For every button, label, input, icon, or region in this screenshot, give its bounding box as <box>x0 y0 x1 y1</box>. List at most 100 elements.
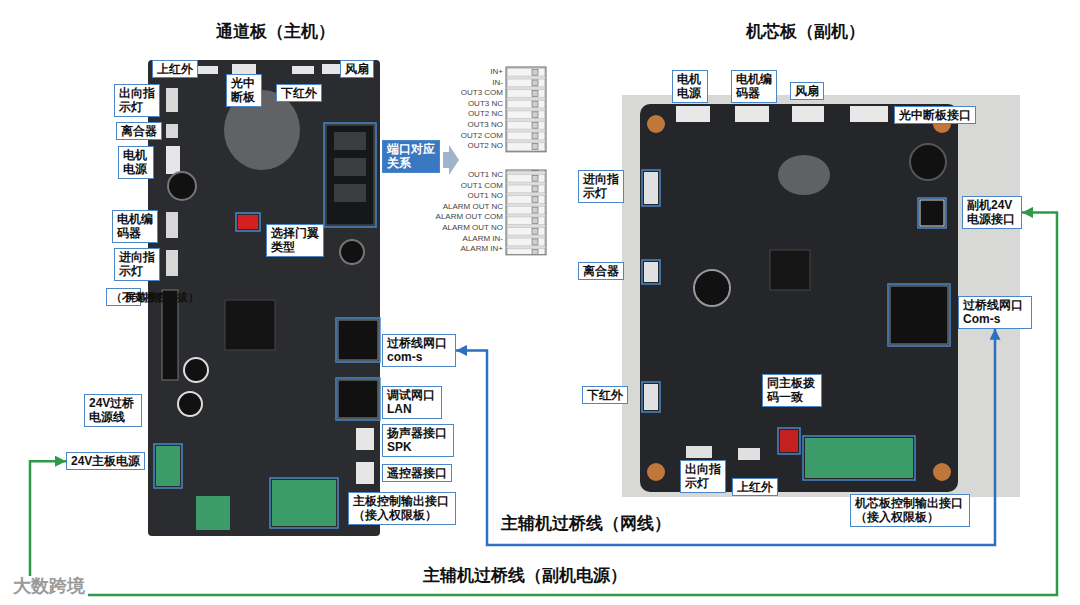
highlight <box>642 260 660 284</box>
terminal-diagram <box>506 67 546 152</box>
sub-pcb-sticker <box>778 155 830 195</box>
main-pcb <box>148 60 380 536</box>
highlight <box>154 444 182 488</box>
callout-box: 电机编码器 <box>731 70 777 103</box>
pin-name: ALARM OUT COM <box>436 212 503 223</box>
callout-box: 机芯板控制输出接口 （接入权限板） <box>850 494 970 527</box>
highlight <box>336 318 380 362</box>
callout-box: 扬声器接口 SPK <box>382 424 454 457</box>
chip <box>770 250 810 290</box>
connector <box>166 124 178 138</box>
ethernet-jack <box>338 320 378 360</box>
highlight <box>642 170 660 206</box>
pin-name: ALARM IN+ <box>461 244 503 255</box>
callout-box: 离合器 <box>116 122 162 140</box>
connector <box>676 106 710 122</box>
callout-text: 出向指示灯 <box>685 462 721 491</box>
pin-name: OUT1 COM <box>461 181 503 192</box>
callout-text: 24V过桥电源线 <box>89 396 137 425</box>
terminal-block <box>196 496 230 530</box>
highlight <box>888 284 950 346</box>
board-title: 机芯板（副机） <box>746 22 865 42</box>
callout-box: 风扇 <box>340 60 374 78</box>
pin-name: IN+ <box>490 67 503 78</box>
pin-name: OUT2 COM <box>461 131 503 142</box>
callout-text: 电机电源 <box>123 148 149 177</box>
callout-text: 调试网口 LAN <box>387 388 437 417</box>
pin-name: OUT2 NO <box>467 141 503 152</box>
connector <box>735 106 769 122</box>
callout-box: 端口对应关系 <box>382 140 440 173</box>
ethernet-jack <box>890 286 948 344</box>
callout-text: 副机24V电源接口 <box>967 198 1017 227</box>
callout-box: 进向指示灯 <box>114 248 160 281</box>
bridge-cable <box>456 329 995 545</box>
bridge-cable <box>30 212 1057 595</box>
pin-name: ALARM OUT NO <box>442 223 503 234</box>
callout-text: 下红外 <box>281 86 317 100</box>
terminal-block <box>272 480 336 526</box>
watermark: 大数跨境 <box>10 576 88 598</box>
pin-name: ALARM OUT NC <box>443 202 503 213</box>
relay <box>334 158 366 176</box>
callout-text: 主板控制输出接口 （接入权限板） <box>353 494 451 523</box>
callout-box: 离合器 <box>578 262 624 280</box>
callout-text: 遥控器接口 <box>387 466 447 480</box>
callout-text: 过桥线网口 Com-s <box>963 298 1027 327</box>
callout-box: 24V主板电源 <box>66 452 145 470</box>
callout-text: 离合器 <box>121 124 157 138</box>
callout-text: 过桥线网口 com-s <box>387 336 451 365</box>
callout-box: 过桥线网口 Com-s <box>958 296 1032 329</box>
highlight <box>336 378 380 420</box>
callout-text: 下红外 <box>587 388 623 402</box>
callout-text: 选择门翼类型 <box>271 226 319 255</box>
callout-text: 光中断板接口 <box>899 108 971 122</box>
highlight <box>778 428 800 454</box>
pin-name: OUT2 NC <box>468 109 503 120</box>
callout-text: 同主板拨码一致 <box>767 376 817 405</box>
connector <box>322 64 342 74</box>
connector <box>166 212 178 238</box>
capacitor <box>184 358 208 382</box>
callout-text: 进向指示灯 <box>119 250 155 279</box>
callout-box: 电机电源 <box>672 70 708 103</box>
capacitor <box>910 144 946 180</box>
callout-box: 下红外 <box>582 386 628 404</box>
highlight <box>642 382 660 412</box>
callout-box: 风扇 <box>790 82 824 100</box>
capacitor <box>340 240 364 264</box>
callout-box: 屏幕接口（不支持热插拔） <box>106 288 141 306</box>
terminal-diagram <box>506 170 546 255</box>
callout-text: 机芯板控制输出接口 （接入权限板） <box>855 496 965 525</box>
dip-switch <box>780 430 798 452</box>
callout-text: 风扇 <box>795 84 819 98</box>
cable-label: 主辅机过桥线（副机电源） <box>420 564 630 587</box>
highlight <box>270 478 338 528</box>
highlight <box>803 436 915 480</box>
callout-box: 出向指示灯 <box>680 460 726 493</box>
callout-box: 电机编码器 <box>112 210 158 243</box>
callout-box: 上红外 <box>732 478 778 496</box>
pin-name: OUT1 NC <box>468 170 503 181</box>
cpu-chip <box>225 300 275 350</box>
callout-text: 上红外 <box>737 480 773 494</box>
callout-box: 调试网口 LAN <box>382 386 442 419</box>
callout-box: 下红外 <box>276 84 322 102</box>
mount-hole <box>933 463 951 481</box>
mount-hole <box>647 463 665 481</box>
connector <box>850 106 888 122</box>
relay <box>334 132 366 150</box>
pin-name: OUT3 COM <box>461 88 503 99</box>
capacitor <box>694 270 730 306</box>
pin-name: OUT3 NO <box>467 120 503 131</box>
callout-box: 选择门翼类型 <box>266 224 324 257</box>
connector <box>292 66 314 74</box>
callout-text: 离合器 <box>583 264 619 278</box>
connector <box>686 446 712 458</box>
callout-text: 光中断板 <box>231 76 257 105</box>
callout-box: 光中断板接口 <box>894 106 976 124</box>
screen-connector <box>162 290 178 380</box>
pin-name: OUT1 NO <box>467 191 503 202</box>
callout-box: 电机电源 <box>118 146 154 179</box>
